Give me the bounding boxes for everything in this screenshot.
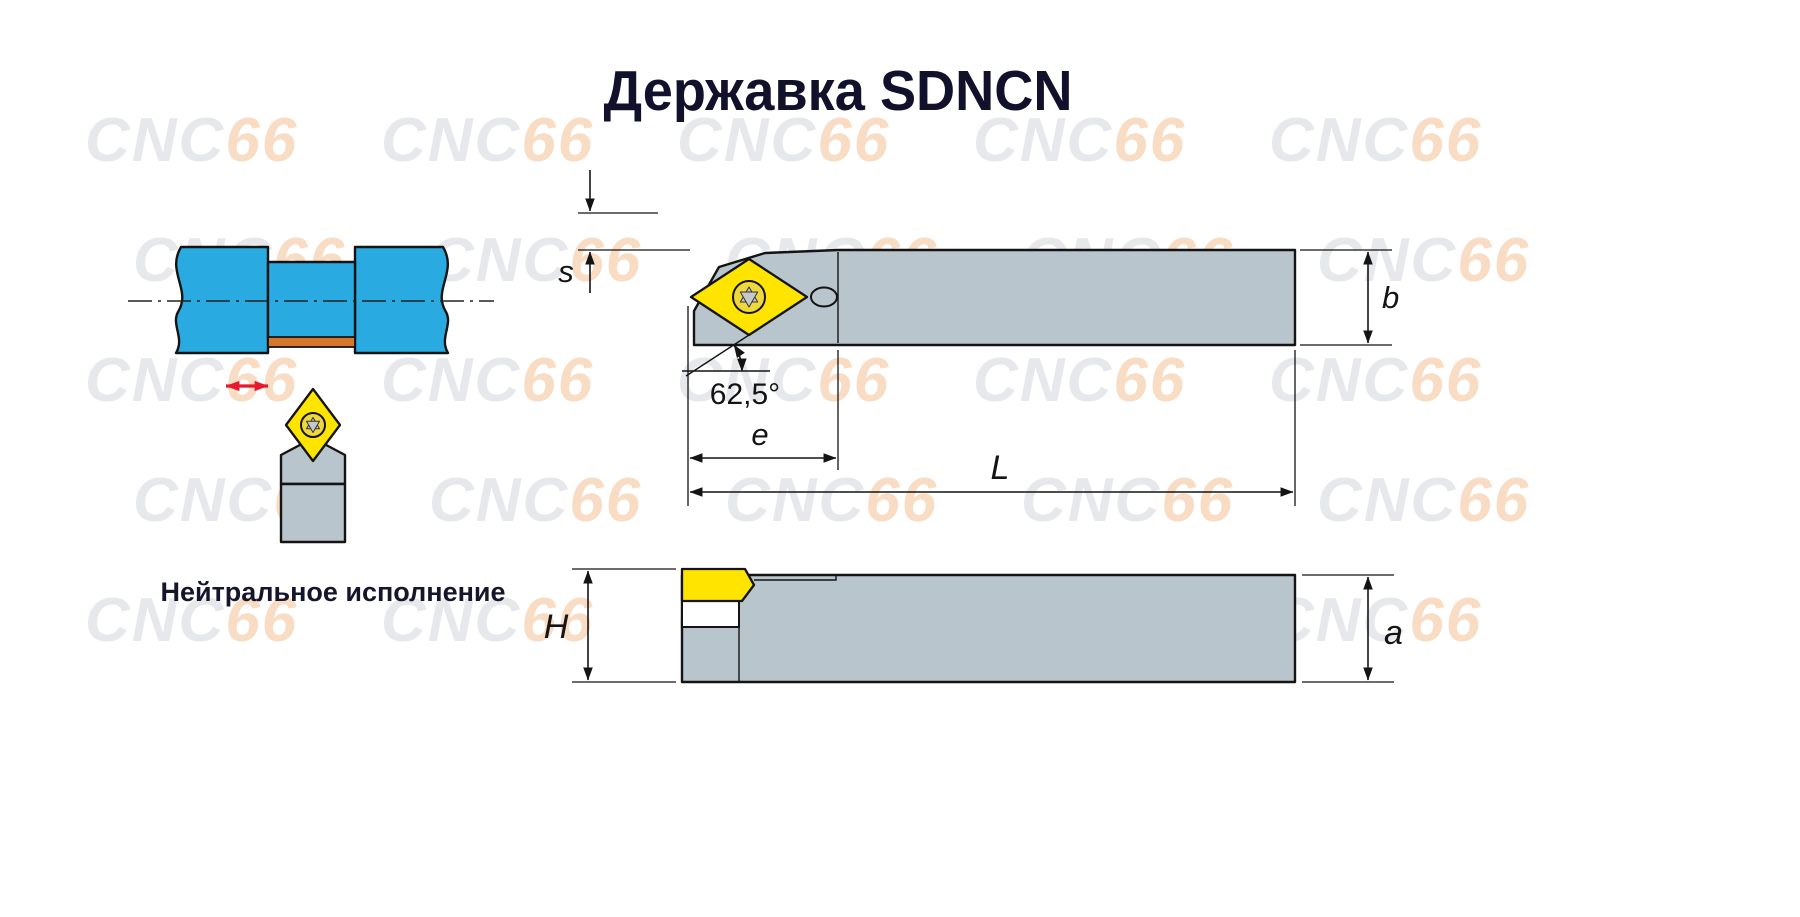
- angle-annotation: 62,5°: [682, 334, 780, 411]
- watermark-brand: CNC: [973, 106, 1114, 175]
- watermark-brand: CNC: [85, 106, 226, 175]
- dimension-s: s: [558, 170, 690, 293]
- watermark-number: 66: [817, 106, 891, 175]
- watermark: CNC66: [381, 350, 594, 412]
- watermark-number: 66: [225, 346, 299, 415]
- watermark-number: 66: [521, 106, 595, 175]
- plan-view: s b 62,5° e: [558, 170, 1399, 506]
- watermark: CNC66: [1317, 230, 1530, 292]
- figure-caption: Нейтральное исполнение: [160, 577, 505, 607]
- watermark: CNC66: [973, 110, 1186, 172]
- dimension-L: L: [689, 350, 1296, 506]
- watermark-number: 66: [521, 346, 595, 415]
- dimension-a: a: [1302, 574, 1403, 683]
- watermark-brand: CNC: [133, 466, 274, 535]
- watermark: CNC66: [1269, 350, 1482, 412]
- torx-screw-icon: [732, 280, 766, 314]
- watermark-number: 66: [1113, 346, 1187, 415]
- cutting-edge-extension: [685, 334, 750, 377]
- watermark: CNC66: [381, 590, 594, 652]
- insert-pocket: [681, 600, 740, 628]
- watermark-number: 66: [1457, 226, 1531, 295]
- watermark-number: 66: [1409, 106, 1483, 175]
- watermark-brand: CNC: [85, 586, 226, 655]
- workpiece: [128, 245, 494, 355]
- angle-arc: [733, 344, 747, 372]
- page-title: Державка SDNCN: [603, 59, 1073, 123]
- watermark: CNC66: [85, 110, 298, 172]
- toolholder-front-view: [279, 387, 347, 544]
- watermark: CNC66: [1269, 110, 1482, 172]
- watermark-brand: CNC: [725, 466, 866, 535]
- watermark: CNC66: [973, 350, 1186, 412]
- watermark-number: 66: [1457, 466, 1531, 535]
- holder-body-side: [680, 573, 1297, 684]
- watermark-brand: CNC: [381, 106, 522, 175]
- workpiece-left-section: [174, 245, 270, 355]
- watermark-number: 66: [569, 466, 643, 535]
- watermark-number: 66: [1409, 346, 1483, 415]
- watermark-number: 66: [521, 586, 595, 655]
- dim-b-label: b: [1382, 280, 1399, 315]
- watermark-brand: CNC: [1021, 466, 1162, 535]
- watermark: CNC66: [429, 470, 642, 532]
- workpiece-right-section: [353, 245, 450, 355]
- watermark-brand: CNC: [677, 106, 818, 175]
- dimension-H: H: [544, 568, 676, 683]
- watermark-brand: CNC: [1269, 106, 1410, 175]
- side-view: H a: [544, 567, 1403, 684]
- watermark-brand: CNC: [1269, 346, 1410, 415]
- machined-surface: [267, 336, 356, 348]
- watermark-number: 66: [817, 346, 891, 415]
- watermark-brand: CNC: [381, 346, 522, 415]
- holder-shank-front: [279, 482, 347, 544]
- watermark: CNC66: [85, 590, 298, 652]
- watermark-number: 66: [865, 466, 939, 535]
- watermark-number: 66: [225, 586, 299, 655]
- watermark-number: 66: [1113, 106, 1187, 175]
- watermark: CNC66: [381, 110, 594, 172]
- watermark: CNC66: [429, 230, 642, 292]
- torx-screw-icon: [300, 412, 326, 438]
- dim-e-label: e: [751, 417, 768, 452]
- watermark: CNC66: [1021, 470, 1234, 532]
- watermark-number: 66: [1161, 466, 1235, 535]
- dim-a-label: a: [1384, 614, 1403, 652]
- watermark-number: 66: [569, 226, 643, 295]
- watermark-brand: CNC: [381, 586, 522, 655]
- dimension-b: b: [1300, 249, 1399, 346]
- watermark: CNC66: [1317, 470, 1530, 532]
- dim-H-label: H: [544, 608, 569, 646]
- angle-label: 62,5°: [710, 378, 780, 411]
- insert-side: [680, 567, 756, 603]
- dim-L-label: L: [991, 449, 1010, 487]
- holder-body-plan: [692, 248, 1297, 347]
- watermark: CNC66: [85, 350, 298, 412]
- head-step-line: [754, 575, 837, 581]
- watermark-brand: CNC: [973, 346, 1114, 415]
- watermark-brand: CNC: [429, 466, 570, 535]
- watermark-brand: CNC: [1317, 466, 1458, 535]
- watermark: CNC66: [725, 470, 938, 532]
- watermark-brand: CNC: [429, 226, 570, 295]
- watermark: CNC66: [677, 110, 890, 172]
- clamp-hole: [810, 286, 838, 308]
- dim-s-label: s: [558, 254, 574, 289]
- left-figure: Нейтральное исполнение: [128, 245, 506, 607]
- watermark-number: 66: [225, 106, 299, 175]
- watermark-brand: CNC: [1317, 226, 1458, 295]
- dimension-e: e: [687, 306, 839, 506]
- watermark-brand: CNC: [85, 346, 226, 415]
- watermark-number: 66: [1409, 586, 1483, 655]
